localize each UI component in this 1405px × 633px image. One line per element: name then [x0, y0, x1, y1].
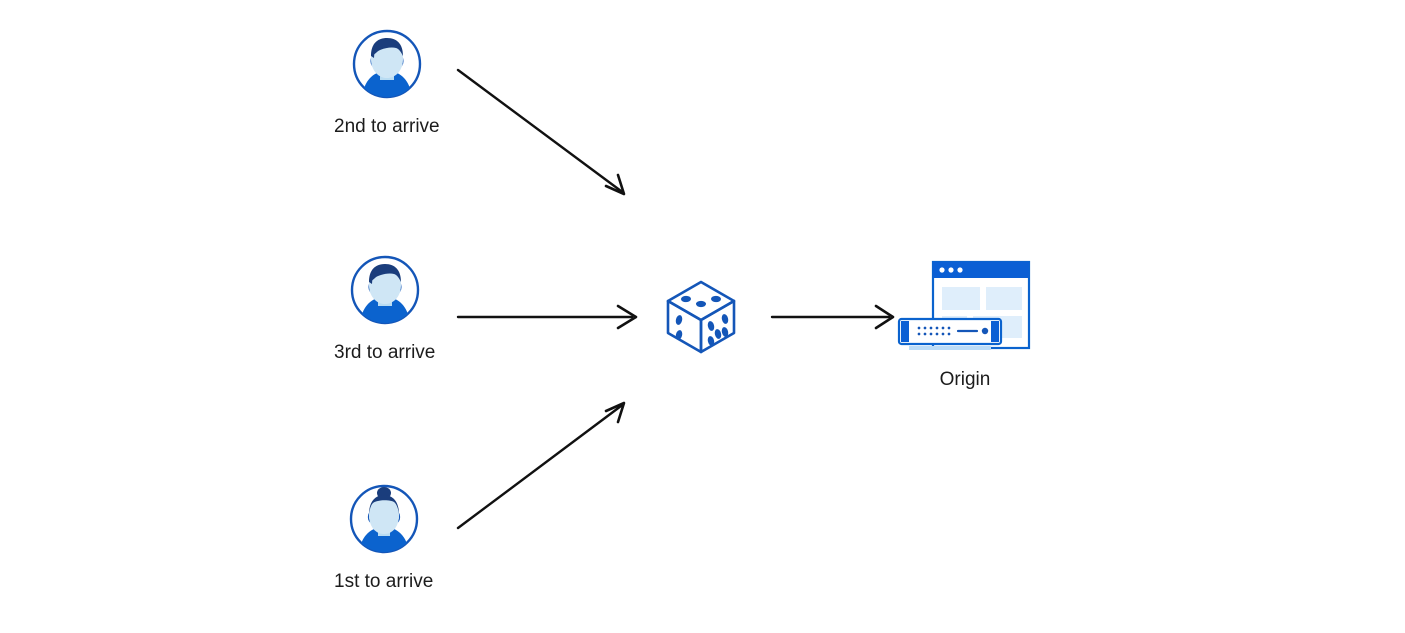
arrow-dice-to-origin: [770, 304, 895, 330]
node-client-3rd[interactable]: 3rd to arrive: [334, 253, 435, 365]
arrow-3rd-to-dice: [456, 304, 638, 330]
arrow-1st-to-dice: [456, 401, 626, 530]
user-avatar-icon: [347, 482, 421, 556]
arrow-2nd-to-dice: [456, 68, 626, 196]
node-label: Origin: [939, 369, 991, 390]
node-label: 3rd to arrive: [334, 342, 436, 363]
user-avatar-icon: [350, 27, 424, 101]
dice-icon: [658, 274, 744, 360]
node-client-2nd[interactable]: 2nd to arrive: [334, 27, 440, 139]
node-randomizer[interactable]: [658, 274, 744, 360]
node-origin-server[interactable]: Origin: [895, 258, 1035, 392]
node-label: 2nd to arrive: [334, 116, 440, 137]
user-avatar-icon: [348, 253, 422, 327]
node-label: 1st to arrive: [334, 571, 434, 592]
origin-server-browser-icon: [895, 258, 1035, 358]
node-client-1st[interactable]: 1st to arrive: [334, 482, 433, 594]
server-device-icon: [897, 317, 1003, 350]
